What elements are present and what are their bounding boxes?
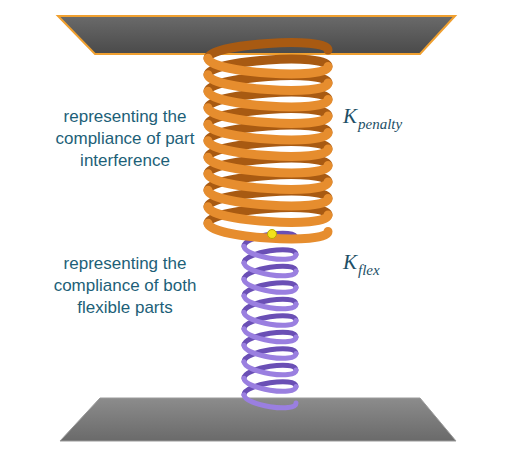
penalty-spring-coil-back [208,92,328,108]
penalty-spring-coil-back [208,158,328,174]
flex-spring-coil-front [244,345,296,358]
penalty-spring-coil-front [208,108,328,124]
stiffness-subscript: flex [358,262,380,279]
penalty-spring-coil-front [208,157,328,173]
stiffness-symbol: K [343,250,357,275]
junction-dot [268,230,277,239]
springs [208,43,328,408]
penalty-spring-coil-front [208,91,328,107]
flex-spring-coil-front [244,296,296,309]
penalty-spring-coil-front [208,58,328,74]
penalty-spring-coil-front [208,190,328,206]
penalty-spring-coil-front [208,207,328,223]
penalty-spring-coil-back [208,191,328,207]
penalty-spring-coil-front [208,141,328,157]
penalty-spring-coil-back [208,76,328,92]
flex-spring-coil-front [244,329,296,342]
penalty-spring-coil-front [208,223,328,239]
stiffness-subscript: penalty [358,116,402,133]
flex-spring-coil-front [244,246,296,259]
penalty-spring-coil-back [208,142,328,158]
penalty-spring-coil-back [208,59,328,75]
penalty-spring-coil-back [208,125,328,141]
penalty-spring-coil-back [208,175,328,191]
flex-spring-coil-front [244,378,296,391]
penalty-spring-coil-front [208,124,328,140]
flex-spring-coil-front [244,362,296,375]
penalty-spring-coil-front [208,174,328,190]
description-text: representing the compliance of part inte… [40,106,210,172]
flex-spring-coil-front [244,312,296,325]
flex-spring-coil-front [244,263,296,276]
flex-spring-coil-front [244,395,296,408]
penalty-spring-coil-back [208,208,328,224]
penalty-spring-coil-back [208,109,328,125]
penalty-spring-coil-front [208,75,328,91]
stiffness-symbol: K [343,104,357,129]
description-text: representing the compliance of both flex… [40,253,210,319]
flex-spring-coil-front [244,279,296,292]
